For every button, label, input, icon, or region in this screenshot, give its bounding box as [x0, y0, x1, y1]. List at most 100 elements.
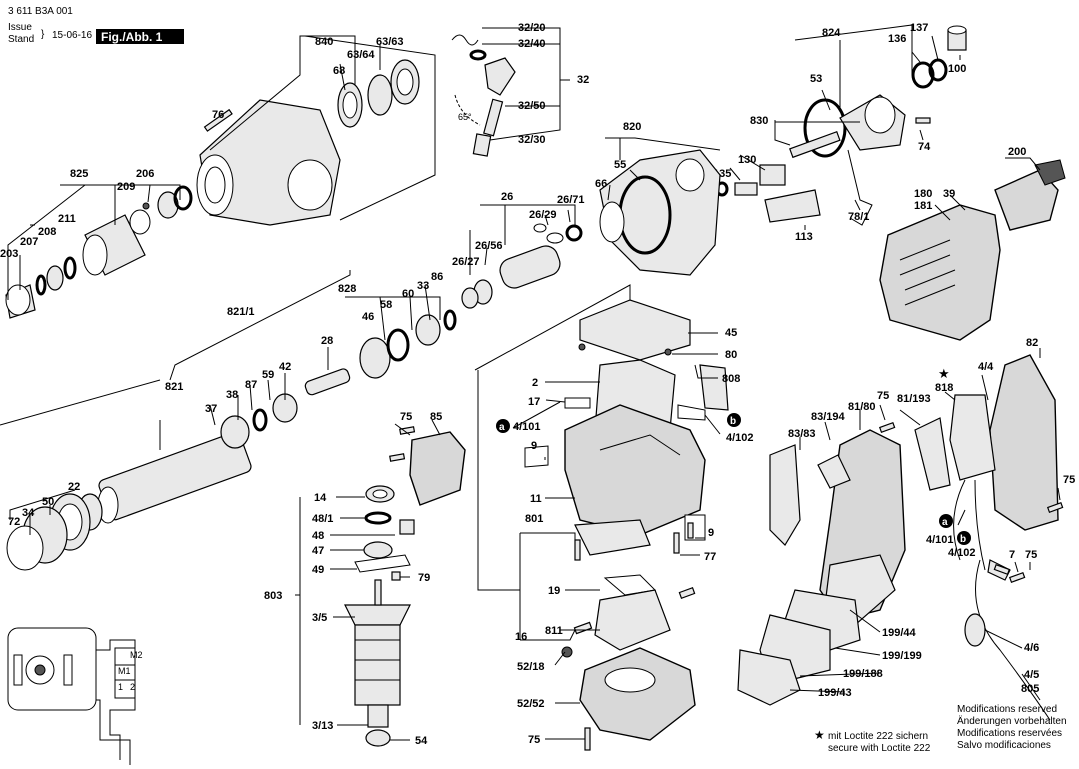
callout-52-52: 52/52	[517, 698, 545, 710]
callout-45: 45	[725, 327, 737, 339]
modifications-es: Salvo modificaciones	[957, 740, 1051, 751]
callout-4-6: 4/6	[1024, 642, 1039, 654]
callout-66: 66	[595, 178, 607, 190]
front-housing-group	[196, 59, 420, 226]
callout-14: 14	[314, 492, 327, 504]
callout-75e: 75	[1025, 549, 1037, 561]
callout-209: 209	[117, 181, 135, 193]
callout-208: 208	[38, 226, 56, 238]
loctite-note-en: secure with Loctite 222	[828, 743, 931, 754]
callout-113: 113	[795, 231, 813, 243]
callout-818: 818	[935, 382, 953, 394]
callout-38: 38	[226, 389, 238, 401]
callout-54: 54	[415, 735, 428, 747]
callout-824: 824	[822, 27, 841, 39]
callout-26-27: 26/27	[452, 256, 480, 268]
callout-199-44: 199/44	[882, 627, 917, 639]
callout-801: 801	[525, 513, 543, 525]
marker-b-right-label: b	[960, 534, 966, 545]
switch-lever-group	[451, 34, 516, 157]
marker-a-right	[939, 514, 953, 528]
armature-group	[344, 426, 466, 747]
callout-199-43: 199/43	[818, 687, 852, 699]
callout-200: 200	[1008, 146, 1026, 158]
callout-86: 86	[431, 271, 443, 283]
callout-63-64: 63/64	[347, 49, 375, 61]
callout-821: 821	[165, 381, 183, 393]
callout-79: 79	[418, 572, 430, 584]
callout-32-20: 32/20	[518, 22, 546, 34]
callout-9a: 9	[531, 440, 537, 452]
callout-80: 80	[725, 349, 737, 361]
callout-825: 825	[70, 168, 88, 180]
callout-4-101-a: 4/101	[513, 421, 541, 433]
callout-9b: 9	[708, 527, 714, 539]
callout-180: 180	[914, 188, 932, 200]
callout-33: 33	[417, 280, 429, 292]
callout-808: 808	[722, 373, 740, 385]
callout-820: 820	[623, 121, 641, 133]
marker-a-left-label: a	[499, 422, 505, 433]
callout-4-101: 4/101	[926, 534, 954, 546]
handle-group	[737, 354, 1064, 721]
callout-803: 803	[264, 590, 282, 602]
callout-83-83: 83/83	[788, 428, 816, 440]
callout-49: 49	[312, 564, 324, 576]
callout-811: 811	[545, 625, 563, 637]
callout-137: 137	[910, 22, 928, 34]
tool-holder-group	[5, 185, 193, 319]
callout-4-102-b: 4/102	[726, 432, 754, 444]
issue-date: 15-06-16	[52, 30, 92, 41]
wiring-schematic	[7, 627, 136, 765]
callout-840: 840	[315, 36, 333, 48]
loctite-star-icon: ★	[938, 367, 950, 382]
marker-a-right-label: a	[942, 517, 948, 528]
callout-130: 130	[738, 154, 756, 166]
callout-52-18: 52/18	[517, 661, 545, 673]
callout-81-80: 81/80	[848, 401, 876, 413]
callout-74: 74	[918, 141, 931, 153]
motor-housing-group	[524, 299, 729, 751]
callout-72: 72	[8, 516, 20, 528]
callout-42: 42	[279, 361, 291, 373]
doc-number: 3 611 B3A 001	[8, 6, 73, 17]
callout-100: 100	[948, 63, 966, 75]
gear-housing-group	[599, 149, 721, 276]
stand-label: Stand	[8, 34, 34, 45]
marker-b-center-label: b	[730, 416, 736, 427]
loctite-note-star-icon: ★	[814, 728, 825, 742]
callout-75a: 75	[528, 734, 540, 746]
modifications-fr: Modifications reservées	[957, 728, 1062, 739]
callout-32: 32	[577, 74, 589, 86]
callout-32-40: 32/40	[518, 38, 546, 50]
callout-203: 203	[0, 248, 18, 260]
callout-48-1: 48/1	[312, 513, 333, 525]
callout-26-56: 26/56	[475, 240, 503, 252]
callout-211: 211	[58, 213, 76, 225]
callout-75b: 75	[400, 411, 412, 423]
front-housing-leaders	[209, 35, 436, 221]
callout-78-1: 78/1	[848, 211, 869, 223]
callout-50: 50	[42, 496, 54, 508]
rear-housing-group	[879, 159, 1066, 341]
callout-46: 46	[362, 311, 374, 323]
marker-b-center	[727, 413, 741, 427]
callout-3-13: 3/13	[312, 720, 333, 732]
callout-11: 11	[530, 493, 542, 505]
callout-26-71: 26/71	[557, 194, 585, 206]
callout-47: 47	[312, 545, 324, 557]
callout-3-5: 3/5	[312, 612, 327, 624]
callout-60: 60	[402, 288, 414, 300]
callout-53: 53	[810, 73, 822, 85]
callout-2: 2	[532, 377, 538, 389]
callout-76: 76	[212, 109, 224, 121]
figure-label: Fig./Abb. 1	[101, 30, 163, 44]
callout-26-29: 26/29	[529, 209, 557, 221]
callout-16: 16	[515, 631, 527, 643]
callout-17: 17	[528, 396, 540, 408]
hammer-mechanism-group	[6, 309, 457, 571]
callout-77: 77	[704, 551, 716, 563]
callout-32-30: 32/30	[518, 134, 546, 146]
callout-34: 34	[22, 507, 35, 519]
